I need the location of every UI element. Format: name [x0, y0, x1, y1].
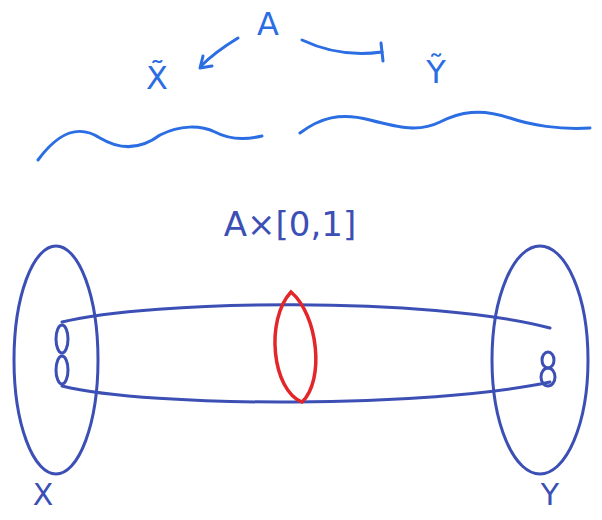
- end-loop: [541, 368, 555, 386]
- object-label: X̃: [146, 62, 168, 94]
- object-label: Ỹ: [426, 56, 446, 88]
- space-region: Y: [488, 243, 594, 515]
- space-name: Y: [541, 480, 559, 510]
- maps-to-tick: [381, 43, 383, 61]
- region-outline: [488, 243, 594, 515]
- region-outline: [10, 243, 106, 515]
- space-name: X: [33, 480, 54, 510]
- arrow-head: [200, 56, 212, 68]
- region-ellipse: [14, 246, 98, 474]
- maps-to-arrow: [302, 40, 382, 54]
- object-label: A: [257, 8, 279, 40]
- red-loop: [275, 292, 316, 402]
- map-arrow: [201, 38, 238, 66]
- region-ellipse: [492, 246, 588, 474]
- end-loop: [56, 325, 68, 353]
- end-loop: [542, 352, 554, 368]
- space-region: X: [10, 243, 106, 515]
- wavy-line: [38, 127, 262, 160]
- space-label: A×[0,1]: [224, 207, 356, 241]
- end-loop: [56, 356, 68, 384]
- wavy-line: [300, 112, 590, 133]
